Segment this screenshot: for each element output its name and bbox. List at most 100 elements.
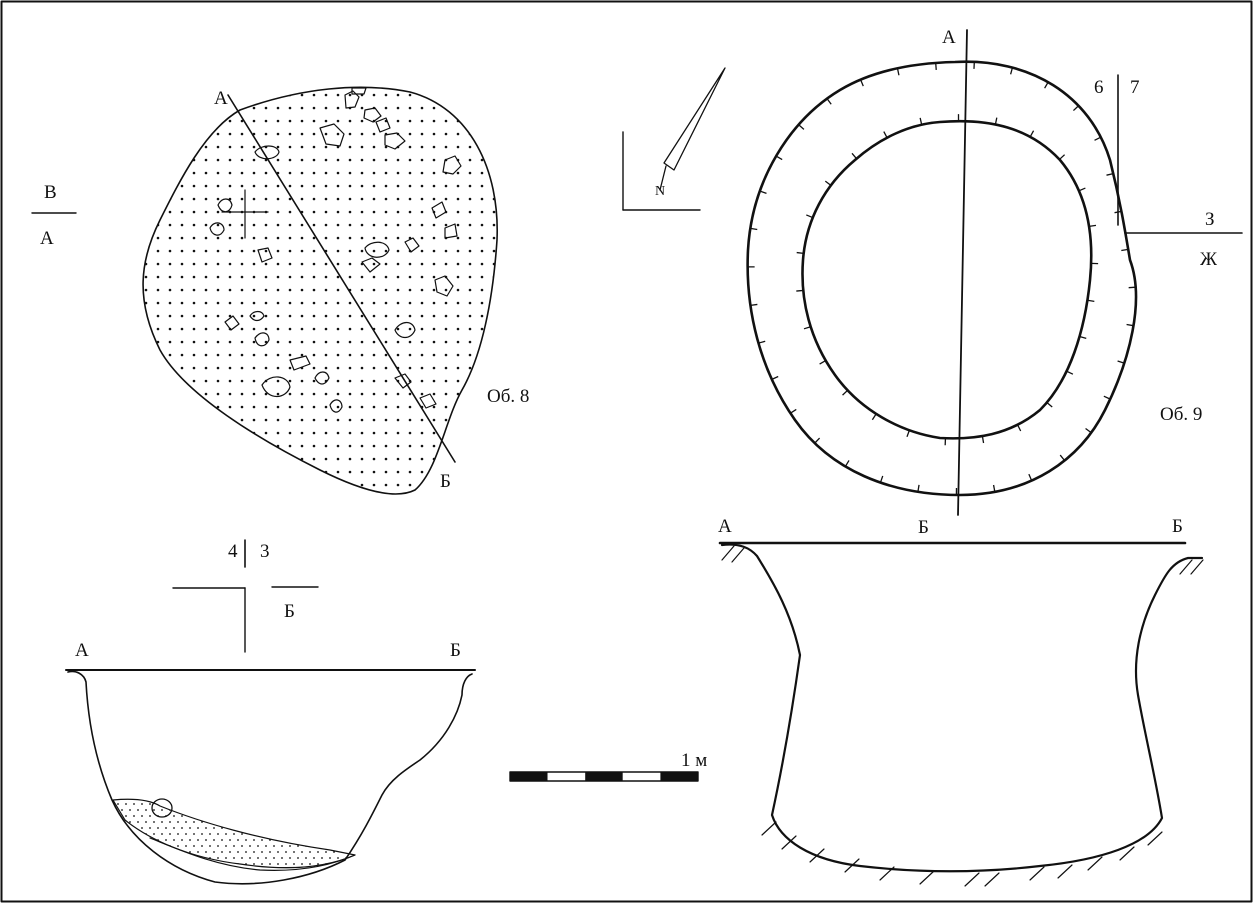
soil-dot <box>144 418 148 422</box>
soil-dot <box>252 275 256 279</box>
fill-dot <box>109 863 111 865</box>
soil-dot <box>312 184 316 188</box>
soil-dot <box>228 223 232 227</box>
soil-dot <box>216 132 220 136</box>
fill-dot <box>209 845 211 847</box>
fill-dot <box>337 821 339 823</box>
hatch <box>879 866 895 881</box>
soil-dot <box>300 340 304 344</box>
soil-dot <box>468 314 472 318</box>
soil-dot <box>156 340 160 344</box>
soil-dot <box>492 249 496 253</box>
soil-dot <box>432 223 436 227</box>
soil-dot <box>156 457 160 461</box>
soil-dot <box>360 132 364 136</box>
hatch <box>844 858 860 873</box>
soil-dot <box>324 197 328 201</box>
soil-dot <box>240 431 244 435</box>
soil-dot <box>480 236 484 240</box>
soil-dot <box>156 405 160 409</box>
soil-dot <box>444 353 448 357</box>
fill-dot <box>341 863 343 865</box>
fill-dot <box>117 803 119 805</box>
soil-dot <box>300 145 304 149</box>
soil-dot <box>156 301 160 305</box>
fill-dot <box>245 863 247 865</box>
fill-dot <box>185 821 187 823</box>
grid-label-bottom: Ж <box>1200 249 1218 270</box>
fill-dot <box>317 815 319 817</box>
slope-tick <box>771 375 779 380</box>
soil-dot <box>240 262 244 266</box>
soil-dot <box>288 301 292 305</box>
slope-tick <box>759 190 767 195</box>
fill-dot <box>245 815 247 817</box>
soil-dot <box>396 405 400 409</box>
fill-dot <box>273 845 275 847</box>
fill-dot <box>305 797 307 799</box>
soil-dot <box>313 497 316 500</box>
soil-dot <box>228 431 232 435</box>
stone <box>351 87 367 95</box>
soil-dot <box>144 483 148 487</box>
soil-dot <box>336 236 340 240</box>
soil-dot <box>372 457 376 461</box>
soil-dot <box>300 249 304 253</box>
soil-dot <box>384 223 388 227</box>
soil-dot <box>420 184 424 188</box>
fill-dot <box>261 851 263 853</box>
soil-dot <box>360 171 364 175</box>
soil-dot <box>300 457 304 461</box>
fill-dot <box>229 839 231 841</box>
fill-dot <box>345 809 347 811</box>
soil-dot <box>168 236 172 240</box>
soil-dot <box>396 457 400 461</box>
section-8-profile <box>67 670 473 885</box>
fill-dot <box>261 863 263 865</box>
fill-dot <box>321 809 323 811</box>
soil-dot <box>468 197 472 201</box>
soil-dot <box>361 497 364 500</box>
soil-dot <box>456 106 460 110</box>
soil-dot <box>300 405 304 409</box>
slope-tick <box>851 152 858 160</box>
soil-dot <box>492 483 496 487</box>
feature-9-plan: А Б Об. 9 <box>746 27 1202 538</box>
soil-dot <box>468 262 472 266</box>
feature-9-label: Об. 9 <box>1160 404 1202 425</box>
slope-tick <box>1117 360 1125 364</box>
fill-dot <box>225 821 227 823</box>
soil-dot <box>288 236 292 240</box>
fill-dot <box>269 815 271 817</box>
soil-dot <box>384 431 388 435</box>
grid-label-top: В <box>44 182 57 203</box>
soil-dot <box>192 275 196 279</box>
soil-dot <box>468 327 472 331</box>
soil-dot <box>432 392 436 396</box>
soil-dot <box>264 444 268 448</box>
soil-dot <box>480 249 484 253</box>
fill-dot <box>145 809 147 811</box>
soil-dot <box>180 353 184 357</box>
soil-dot <box>348 249 352 253</box>
stone <box>314 371 330 385</box>
fill-dot <box>277 863 279 865</box>
soil-dot <box>276 379 280 383</box>
soil-dot <box>288 197 292 201</box>
fill-dot <box>205 815 207 817</box>
soil-dot <box>408 366 412 370</box>
soil-dot <box>396 236 400 240</box>
fill-dot <box>245 851 247 853</box>
soil-dot <box>168 132 172 136</box>
soil-dot <box>228 171 232 175</box>
grid-label-bottom: А <box>40 228 54 249</box>
fill-dot <box>249 821 251 823</box>
soil-dot <box>288 184 292 188</box>
fill-dot <box>129 821 131 823</box>
soil-dot <box>420 457 424 461</box>
soil-dot <box>336 119 340 123</box>
soil-dot <box>480 275 484 279</box>
fill-dot <box>357 827 359 829</box>
fill-dot <box>177 821 179 823</box>
soil-dot <box>408 470 412 474</box>
